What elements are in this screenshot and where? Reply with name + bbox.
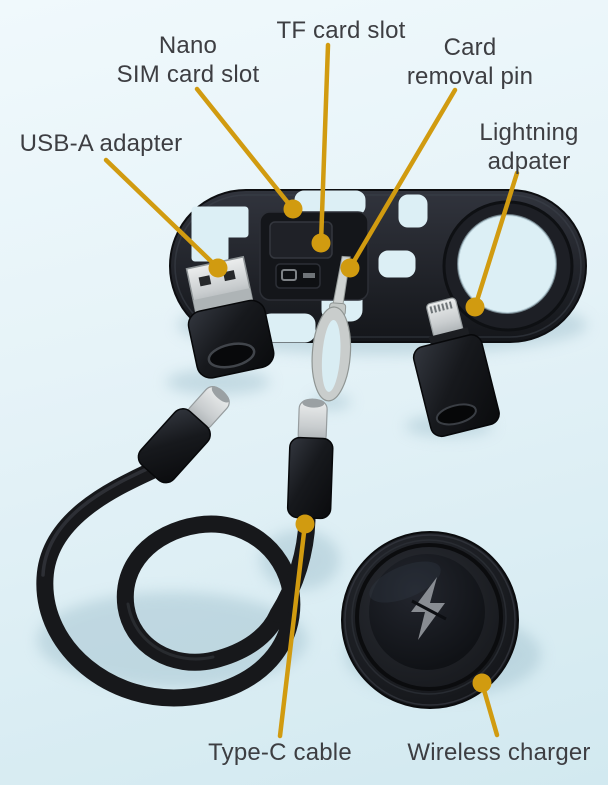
callout-line-tf bbox=[318, 42, 331, 246]
label-type-c-cable: Type-C cable bbox=[208, 738, 352, 767]
callout-dot-pin bbox=[340, 258, 360, 278]
label-wireless-charger: Wireless charger bbox=[407, 738, 590, 767]
label-line: adpater bbox=[487, 148, 571, 175]
label-card-removal-pin: Card removal pin bbox=[407, 33, 533, 91]
label-line: Nano bbox=[158, 32, 218, 59]
lightning-adapter bbox=[412, 297, 500, 438]
callout-dot-sim bbox=[283, 199, 303, 219]
callout-dot-wireless bbox=[472, 673, 492, 693]
card-holder bbox=[259, 211, 369, 301]
callout-dot-tf bbox=[311, 233, 331, 253]
label-line: Card bbox=[443, 34, 497, 61]
sim-eject-pin bbox=[311, 255, 352, 402]
callout-line-lightning bbox=[472, 170, 520, 310]
label-line: Type-C cable bbox=[208, 739, 352, 766]
callout-dot-usb-a bbox=[208, 258, 228, 278]
ring-hole bbox=[442, 200, 574, 332]
callout-line-sim bbox=[194, 86, 296, 212]
label-line: Wireless charger bbox=[407, 739, 591, 766]
label-line: Lightning bbox=[479, 119, 579, 146]
label-line: removal pin bbox=[406, 63, 534, 90]
callout-dots bbox=[208, 199, 492, 693]
label-lightning-adapter: Lightning adpater bbox=[479, 118, 578, 176]
label-line: SIM card slot bbox=[116, 61, 260, 88]
usb-c-connector-left bbox=[137, 385, 230, 484]
callout-dot-type-c bbox=[295, 514, 315, 534]
label-nano-sim-card-slot: Nano SIM card slot bbox=[117, 31, 260, 89]
label-line: TF card slot bbox=[276, 17, 406, 44]
callout-line-type-c bbox=[277, 521, 308, 739]
callout-dot-lightning bbox=[465, 297, 485, 317]
usb-a-adapter bbox=[185, 255, 275, 379]
usb-c-connector-right bbox=[286, 398, 334, 520]
label-line: USB-A adapter bbox=[19, 130, 183, 157]
lightning-bolt-icon bbox=[411, 577, 447, 640]
label-usb-a-adapter: USB-A adapter bbox=[20, 129, 183, 158]
callout-line-usb-a bbox=[103, 157, 221, 271]
label-tf-card-slot: TF card slot bbox=[276, 16, 405, 45]
wireless-charger bbox=[341, 531, 519, 709]
callout-line-pin bbox=[347, 87, 458, 271]
